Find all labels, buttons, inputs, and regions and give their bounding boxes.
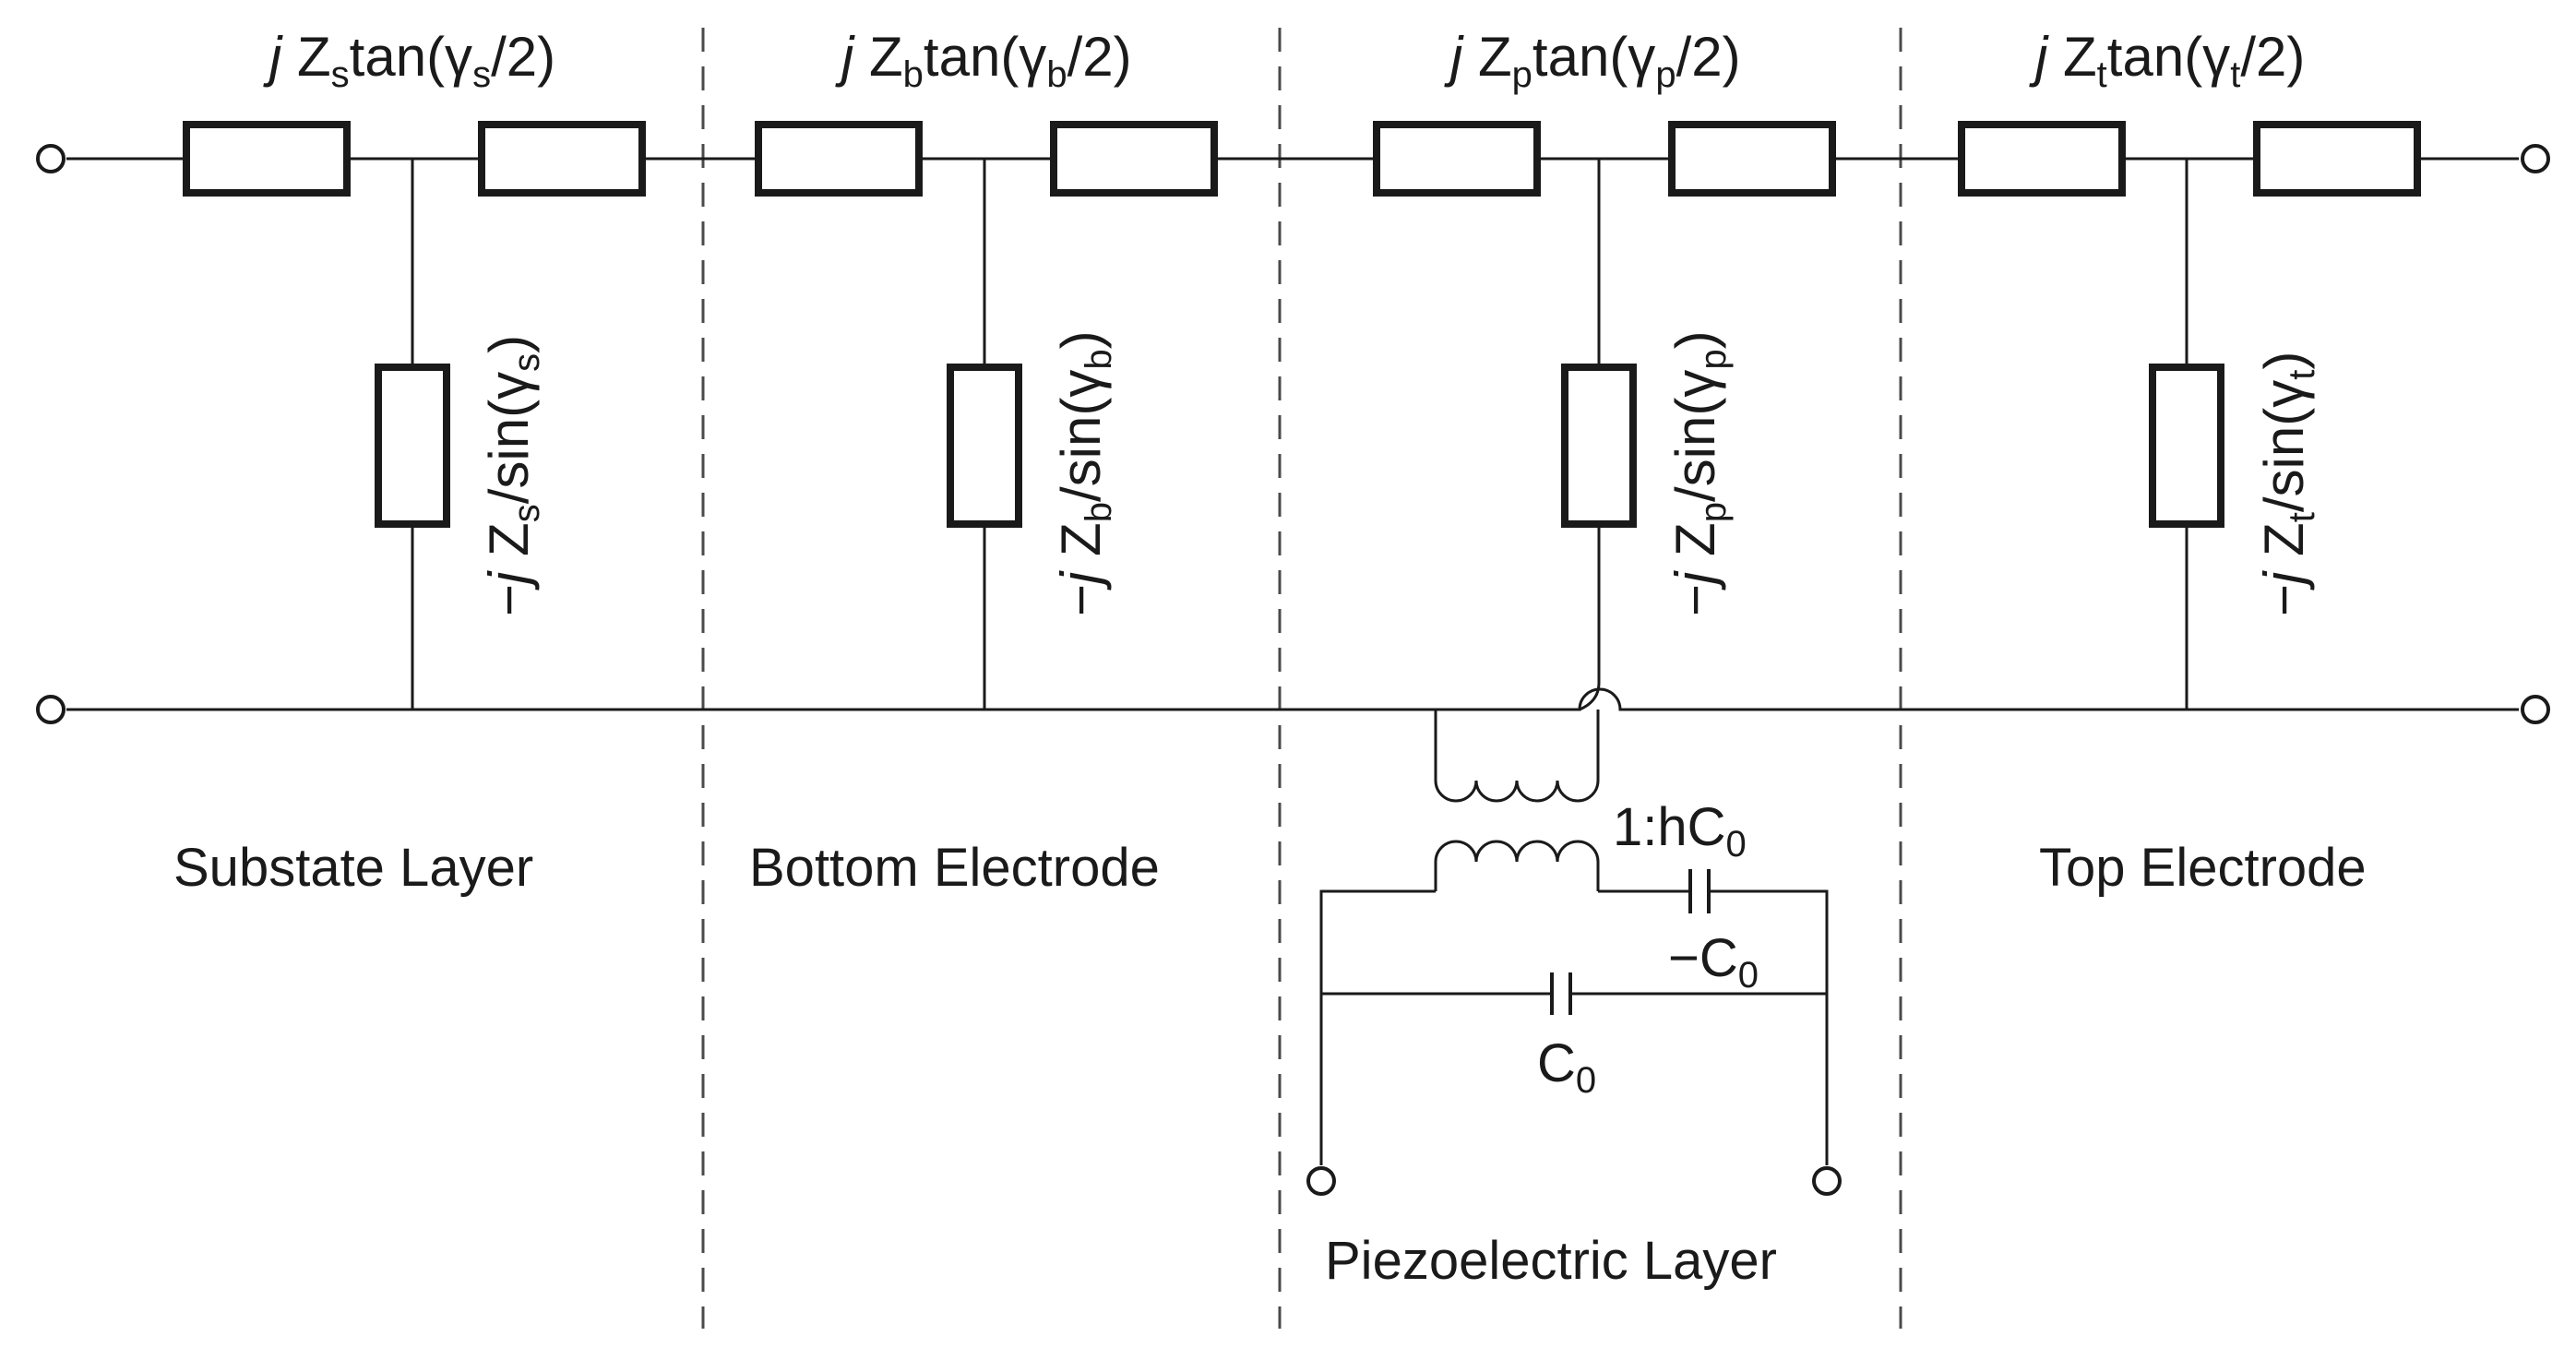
left-top-terminal (36, 144, 66, 173)
section-label-top-electrode: Top Electrode (2039, 838, 2367, 898)
transformer-primary-coil (1434, 710, 1600, 803)
piezo-shunt-label: −j Zp/sin(γp) (1664, 330, 1734, 616)
piezo-shunt-resistor (1561, 364, 1637, 528)
bottom-series-label: j Zbtan(γb/2) (835, 26, 1132, 95)
top-series-resistor-left (1958, 121, 2126, 197)
piezo-series-label: j Zptan(γp/2) (1444, 26, 1741, 95)
top-series-label: j Zttan(γt/2) (2029, 26, 2305, 95)
transformer-ratio-label: 1:hC0 (1613, 797, 1747, 865)
port-terminals (36, 144, 2550, 724)
left-bottom-terminal (36, 695, 66, 724)
piezo-port-terminal-right (1812, 1166, 1842, 1196)
piezo-series-resistor-right (1668, 121, 1836, 197)
neg-capacitor-right-wire (1709, 889, 1829, 1165)
capacitor-label: C0 (1537, 1033, 1596, 1101)
series-resistors (183, 121, 2421, 197)
secondary-left-wire (1319, 889, 1436, 1165)
section-label-piezoelectric: Piezoelectric Layer (1325, 1231, 1777, 1291)
substrate-shunt-resistor (375, 364, 450, 528)
bottom-series-resistor-left (755, 121, 923, 197)
section-separators (701, 28, 1902, 1329)
top-series-resistor-right (2253, 121, 2421, 197)
piezo-shunt-wire (1579, 159, 1601, 711)
transformer (1434, 710, 1600, 891)
bottom-shunt-resistor (947, 364, 1022, 528)
transformer-secondary-coil (1434, 840, 1600, 891)
section-label-bottom-electrode: Bottom Electrode (749, 838, 1160, 898)
right-top-terminal (2521, 144, 2550, 173)
bottom-series-resistor-right (1050, 121, 1218, 197)
bottom-rail (66, 687, 2519, 711)
shunt-resistors (375, 364, 2224, 528)
top-shunt-resistor (2149, 364, 2224, 528)
neg-capacitor-label: −C0 (1668, 928, 1759, 996)
right-bottom-terminal (2521, 695, 2550, 724)
bottom-shunt-label: −j Zb/sin(γb) (1050, 330, 1119, 616)
top-shunt-label: −j Zt/sin(γt) (2253, 352, 2322, 616)
piezo-port-terminal-left (1306, 1166, 1336, 1196)
substrate-shunt-label: −j Zs/sin(γs) (478, 335, 547, 616)
shunt-wires (411, 159, 2188, 711)
substrate-series-resistor-right (478, 121, 646, 197)
section-label-substrate: Substate Layer (173, 838, 533, 898)
substrate-series-label: j Zstan(γs/2) (263, 26, 555, 95)
piezo-port-network (1306, 869, 1842, 1196)
substrate-series-resistor-left (183, 121, 351, 197)
piezo-series-resistor-left (1373, 121, 1541, 197)
